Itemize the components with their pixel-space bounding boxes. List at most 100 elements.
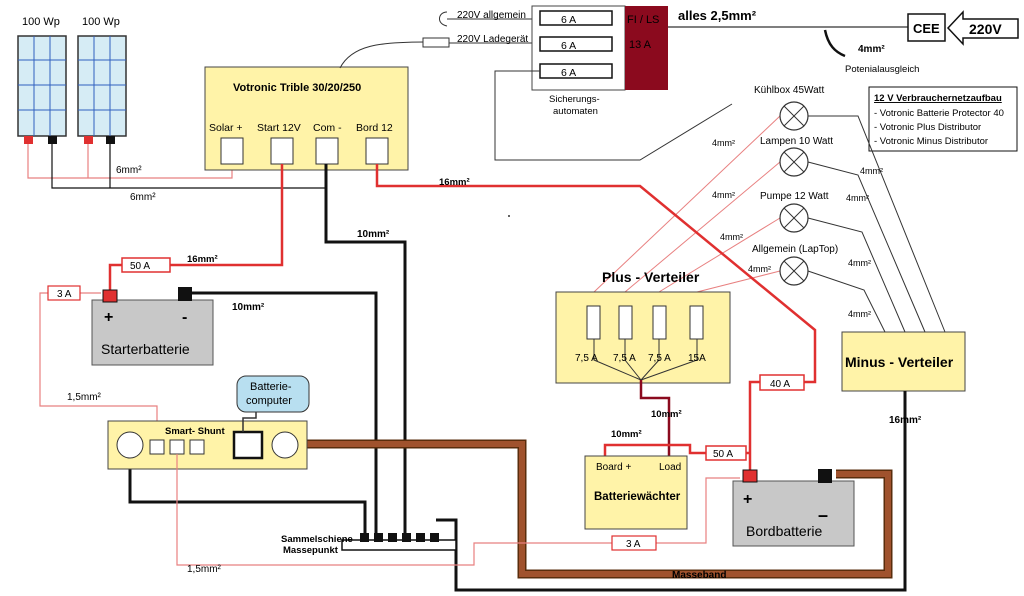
starter-battery-label: Starterbatterie [101,341,190,357]
cee-label: CEE [913,21,940,36]
load-wiring [593,115,946,333]
terminal-com-label: Com - [313,122,342,134]
starter-fuse-50a [121,257,171,273]
ground-cable-label: 4mm² [858,44,885,55]
plus-distributor [555,291,731,384]
bord-cable-label: 16mm² [439,177,470,188]
load-3-label: Pumpe 12 Watt [760,191,829,202]
minus-distributor [841,331,966,392]
breaker-3-label: 6 A [561,67,576,79]
monitor-port-plus: Board + [596,462,631,473]
battery-computer [236,375,310,413]
board-sense-fuse-label: 3 A [626,539,641,550]
charger-box [204,66,409,171]
breaker-panel [531,5,668,91]
starter-minus-cable-label: 10mm² [232,302,265,313]
dist-feed-cable-label: 10mm² [651,409,682,420]
plus-distributor-title: Plus - Verteiler [602,269,700,285]
notes-box [868,86,1018,152]
starter-minus-sign: - [182,309,187,326]
board-sense-wiring [176,454,740,566]
board-fuse-40a [759,374,805,391]
mains-charger-label: 220V Ladegerät [457,34,528,45]
smart-shunt-label: Smart- Shunt [165,426,225,437]
board-minus-sign: – [818,505,828,525]
solar-positive-cable-label: 6mm² [116,165,142,176]
notes-item-1: - Votronic Batterie Protector 40 [874,108,1004,119]
supply-arrow [946,10,1019,46]
plus-fuse-2: 7,5 A [613,353,636,364]
shunt-computer-link [242,411,257,432]
load-2-label: Lampen 10 Watt [760,136,833,147]
ret-2-cable-label: 4mm² [846,193,869,203]
notes-item-2: - Votronic Plus Distributor [874,122,981,133]
busbar-label-2: Massepunkt [283,545,339,556]
busbar-label-1: Sammelschiene [281,534,353,545]
ground-cable [823,29,846,58]
load-1-label: Kühlbox 45Watt [754,85,824,96]
solar-panel-right-label: 100 Wp [82,16,120,28]
starter-fuse-label: 50 A [130,261,150,272]
solar-panel-right [77,35,127,144]
battery-computer-label-2: computer [246,395,292,407]
notes-item-3: - Votronic Minus Distributor [874,136,988,147]
solar-panel-left-label: 100 Wp [22,16,60,28]
starter-sense-wiring [39,292,158,440]
battery-computer-label-1: Batterie- [250,381,292,393]
charger-plug [422,37,450,48]
fi-value: 13 A [629,39,652,51]
plus-fuse-4: 15A [688,353,706,364]
board-sense-cable-label: 1,5mm² [187,564,222,575]
minus-return-label: 16mm² [889,415,922,426]
starter-plus-sign: + [104,309,113,326]
load-lamp-2 [779,147,809,177]
breaker-2-label: 6 A [561,40,576,52]
board-fuse-50-label: 50 A [713,449,733,460]
breaker-load-line [494,70,733,161]
stray-dot [508,215,510,217]
busbar [341,533,457,551]
breaker-caption-1: Sicherungs- [549,94,600,105]
starter-sense-cable-label: 1,5mm² [67,392,102,403]
board-battery-label: Bordbatterie [746,523,822,539]
ground-caption: Potenialausgleich [845,64,919,75]
monitor-port-load: Load [659,462,681,473]
load-lamp-3 [779,203,809,233]
board-fuse-50a [705,445,747,461]
mains-general-socket [439,11,448,27]
breaker-1-label: 6 A [561,14,576,26]
charger-title: Votronic Trible 30/20/250 [233,82,361,94]
load-4-cable-label: 4mm² [748,264,771,274]
board-sense-fuse [611,535,657,551]
load-1-cable-label: 4mm² [712,138,735,148]
notes-title: 12 V Verbrauchernetzaufbau [874,93,1002,104]
mains-general-label: 220V allgemein [457,10,526,21]
minus-return-cable [436,391,907,592]
ret-3-cable-label: 4mm² [848,258,871,268]
board-plus-sign: + [743,491,752,508]
battery-monitor [584,455,688,530]
load-2-cable-label: 4mm² [712,190,735,200]
mains-cable-label: alles 2,5mm² [678,8,757,23]
solar-negative-cable-label: 6mm² [130,192,156,203]
load-4-label: Allgemein (LapTop) [752,244,838,255]
load-3-cable-label: 4mm² [720,232,743,242]
fi-label: FI / LS [627,14,659,26]
starter-sense-fuse-label: 3 A [57,289,72,300]
dist-feed-cable [639,380,671,456]
plus-fuse-1: 7,5 A [575,353,598,364]
load-lamp-4 [779,256,809,286]
positive-main-cables [108,164,817,470]
monitor-cable-label: 10mm² [611,429,642,440]
plus-fuse-3: 7,5 A [648,353,671,364]
terminal-bord-label: Bord 12 [356,122,393,134]
starter-sense-fuse [47,285,81,301]
terminal-start-label: Start 12V [257,122,301,134]
cee-socket [907,13,946,42]
load-lamp-1 [779,101,809,131]
solar-panel-left [17,35,67,144]
ground-strap [298,441,891,577]
com-cable-label: 10mm² [357,229,390,240]
starter-battery [91,287,214,366]
